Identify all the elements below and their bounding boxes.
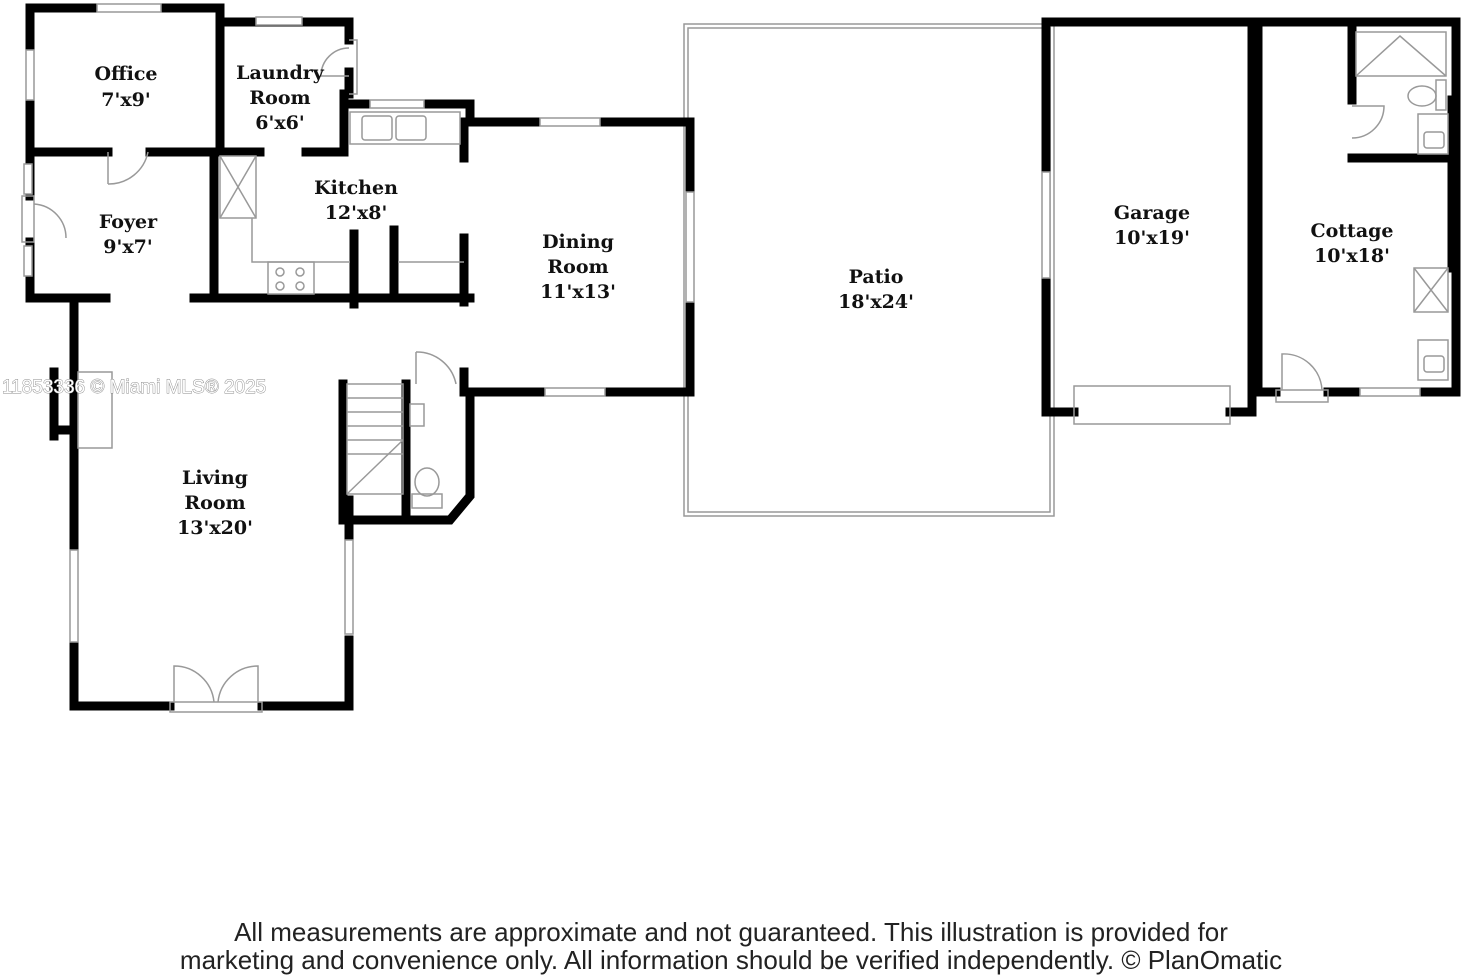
dining-name-line1: Dining (542, 231, 614, 253)
kitchen-size: 12'x8' (325, 202, 388, 224)
living-name-line1: Living (182, 467, 248, 489)
laundry-name-line1: Laundry (236, 62, 325, 84)
disclaimer-line1: All measurements are approximate and not… (234, 917, 1228, 947)
laundry-name-line2: Room (249, 87, 310, 109)
living-size: 13'x20' (177, 517, 253, 539)
dining-size: 11'x13' (540, 281, 616, 303)
windows (23, 3, 1421, 643)
kitchen-name: Kitchen (314, 177, 398, 199)
cottage-size: 10'x18' (1314, 245, 1390, 267)
foyer-size: 9'x7' (103, 236, 152, 258)
watermark: 11853336 © Miami MLS® 2025 (2, 377, 266, 398)
disclaimer-line2: marketing and convenience only. All info… (179, 945, 1283, 975)
laundry-size: 6'x6' (255, 112, 304, 134)
patio-size: 18'x24' (838, 291, 914, 313)
office-size: 7'x9' (101, 89, 150, 111)
garage-name: Garage (1114, 202, 1190, 224)
patio-name: Patio (849, 266, 904, 288)
living-name-line2: Room (184, 492, 245, 514)
cottage-name: Cottage (1310, 220, 1393, 242)
doors (21, 39, 1385, 713)
foyer-name: Foyer (99, 211, 158, 233)
disclaimer: All measurements are approximate and not… (0, 918, 1462, 974)
room-labels: Office 7'x9' Laundry Room 6'x6' Foyer 9'… (94, 62, 1393, 539)
garage-cottage-walls (1041, 17, 1461, 417)
dining-name-line2: Room (547, 256, 608, 278)
garage-size: 10'x19' (1114, 227, 1190, 249)
office-name: Office (94, 63, 157, 85)
fixtures (77, 31, 1449, 509)
